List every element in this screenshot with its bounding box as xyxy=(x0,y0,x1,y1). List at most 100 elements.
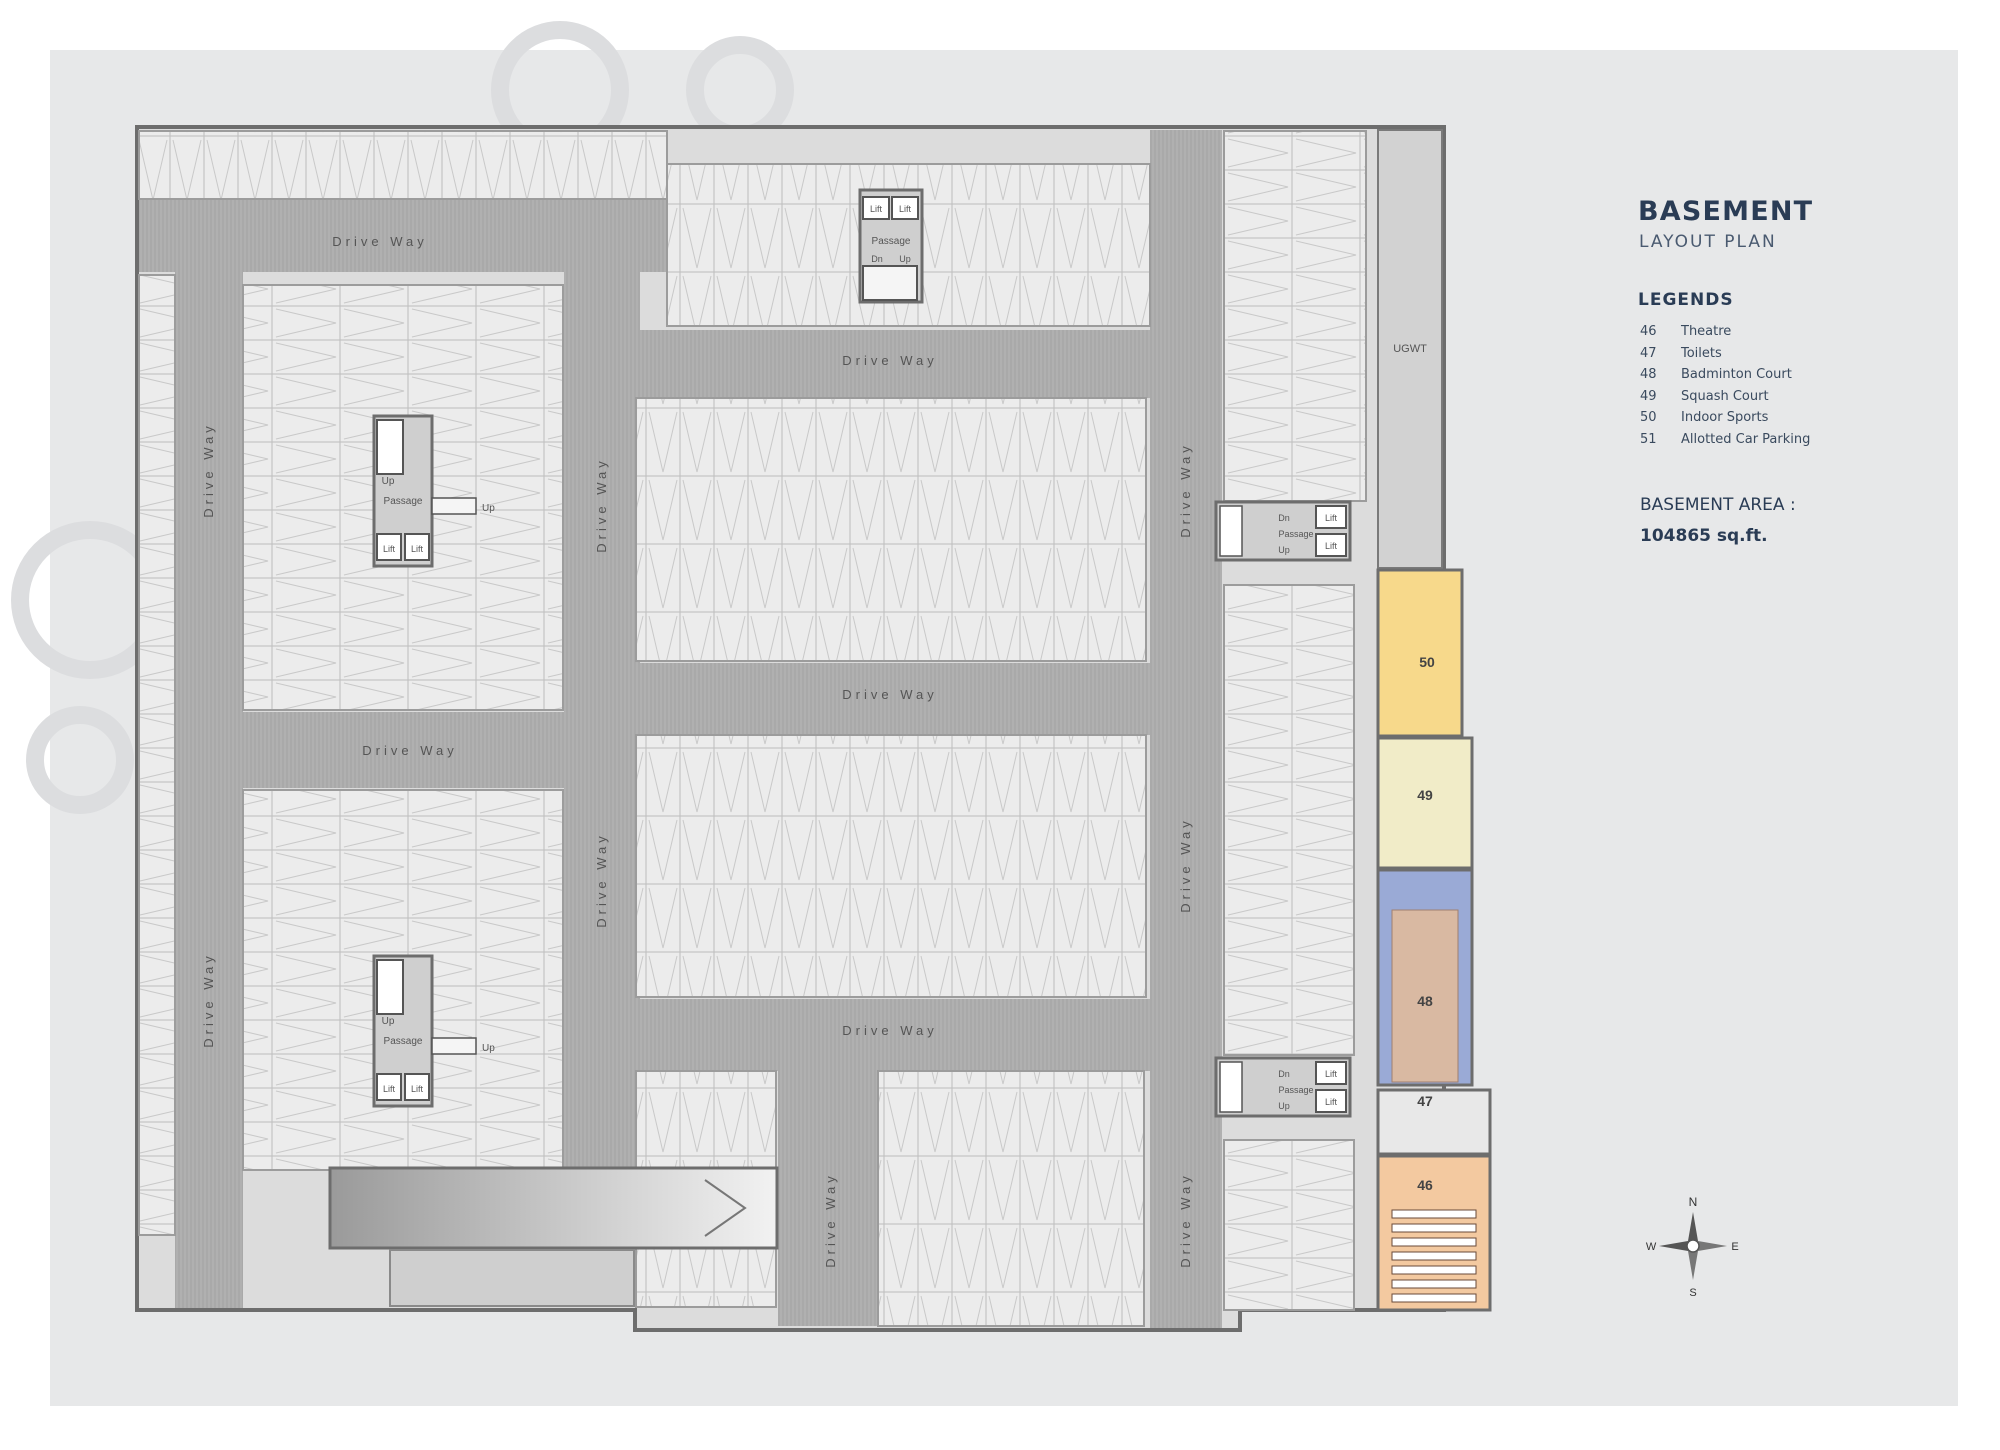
driveway-label: Drive Way xyxy=(842,1023,937,1038)
up-label: Up xyxy=(482,1043,495,1054)
lift-label: Lift xyxy=(899,204,912,214)
plan-subtitle: LAYOUT PLAN xyxy=(1639,232,1777,252)
core-top: Lift Lift Passage Dn Up xyxy=(858,188,924,304)
legend-number: 49 xyxy=(1640,388,1657,404)
lift-label: Lift xyxy=(1325,541,1338,551)
core-sw: Up Passage Up Lift Lift xyxy=(372,954,495,1108)
passage-label: Passage xyxy=(1278,529,1313,539)
passage-label: Passage xyxy=(1278,1085,1313,1095)
passage-label: Passage xyxy=(384,1036,423,1047)
compass-west: W xyxy=(1646,1241,1657,1253)
dn-label: Dn xyxy=(1278,513,1290,523)
up-label: Up xyxy=(899,254,911,264)
legend-heading: LEGENDS xyxy=(1638,290,1734,310)
core-east-upper: Dn Passage Up Lift Lift xyxy=(1214,500,1352,562)
room-label-49: 49 xyxy=(1417,787,1433,803)
legend-item: 48 Badminton Court xyxy=(1640,367,1810,389)
room-49-squash-court xyxy=(1376,736,1474,870)
compass-rose-icon: N S E W xyxy=(1646,1195,1739,1299)
lift-label: Lift xyxy=(1325,1069,1338,1079)
driveway-south xyxy=(778,1071,878,1326)
driveway-label: Drive Way xyxy=(842,687,937,702)
ugwt-label: UGWT xyxy=(1393,343,1427,355)
driveway-label: Drive Way xyxy=(201,422,216,517)
legend-item: 50 Indoor Sports xyxy=(1640,410,1810,432)
driveway-label: Drive Way xyxy=(1178,442,1193,537)
basement-area-value: 104865 sq.ft. xyxy=(1640,526,1768,546)
core-east-lower: Dn Passage Up Lift Lift xyxy=(1214,1056,1352,1118)
lift-label: Lift xyxy=(383,1084,396,1094)
driveway-center xyxy=(640,663,1150,735)
legend-label: Allotted Car Parking xyxy=(1681,431,1811,447)
badminton-court xyxy=(1391,909,1459,1083)
room-47-toilets xyxy=(1376,1088,1492,1156)
parking-south-right xyxy=(877,1070,1145,1327)
room-numbers: 50 49 48 47 46 xyxy=(1417,654,1435,1193)
driveway-column-b xyxy=(1150,130,1222,1328)
drive-ways xyxy=(139,130,1222,1328)
legend-label: Squash Court xyxy=(1681,388,1769,404)
driveway-label: Drive Way xyxy=(823,1172,838,1267)
driveway-label: Drive Way xyxy=(594,457,609,552)
up-label: Up xyxy=(382,1016,395,1027)
legend-number: 47 xyxy=(1640,345,1657,361)
passage-label: Passage xyxy=(872,236,911,247)
plan-title: BASEMENT xyxy=(1638,196,1814,227)
driveway-label: Drive Way xyxy=(594,832,609,927)
driveway-label: Drive Way xyxy=(1178,1172,1193,1267)
parking-center-south xyxy=(635,734,1147,998)
room-label-46: 46 xyxy=(1417,1177,1433,1193)
legend-label: Theatre xyxy=(1681,324,1732,339)
lift-label: Lift xyxy=(411,1084,424,1094)
legend-number: 51 xyxy=(1640,431,1657,447)
parking-areas xyxy=(138,130,1367,1327)
core-nw: Up Passage Up Lift Lift xyxy=(372,414,495,568)
driveway-lower xyxy=(640,999,1150,1071)
parking-west-strip xyxy=(138,274,176,1236)
legend-item: 51 Allotted Car Parking xyxy=(1640,432,1810,454)
up-label: Up xyxy=(382,476,395,487)
legend-number: 46 xyxy=(1640,324,1657,339)
room-50-indoor-sports xyxy=(1376,568,1464,738)
driveway-label: Drive Way xyxy=(201,952,216,1047)
legend-label: Indoor Sports xyxy=(1681,410,1769,425)
driveway-label: Drive Way xyxy=(1178,817,1193,912)
driveway-top-mid xyxy=(640,330,1150,398)
lift-label: Lift xyxy=(411,544,424,554)
legend-label: Toilets xyxy=(1681,345,1722,361)
up-label: Up xyxy=(482,503,495,514)
driveway-label: Drive Way xyxy=(842,353,937,368)
compass-south: S xyxy=(1689,1287,1696,1299)
driveway-label: Drive Way xyxy=(362,743,457,758)
legend-label: Badminton Court xyxy=(1681,367,1792,382)
legend-number: 48 xyxy=(1640,367,1657,382)
lift-label: Lift xyxy=(870,204,883,214)
driveway-west xyxy=(175,272,243,1308)
up-label: Up xyxy=(1278,545,1290,555)
lift-label: Lift xyxy=(1325,513,1338,523)
driveway-column-a xyxy=(564,272,640,1170)
legend-item: 46 Theatre xyxy=(1640,324,1810,346)
theatre-seating xyxy=(1391,1209,1477,1303)
room-label-47: 47 xyxy=(1417,1093,1433,1109)
entry-ramp xyxy=(328,1166,779,1307)
compass-east: E xyxy=(1731,1241,1738,1253)
dn-label: Dn xyxy=(1278,1069,1290,1079)
parking-center-north xyxy=(635,397,1147,662)
legend-item: 49 Squash Court xyxy=(1640,389,1810,411)
legend-number: 50 xyxy=(1640,410,1657,425)
driveway-label: Drive Way xyxy=(332,234,427,249)
driveway-labels: Drive Way Drive Way Drive Way Drive Way … xyxy=(201,234,1193,1268)
legend-item: 47 Toilets xyxy=(1640,346,1810,368)
parking-top-strip xyxy=(138,130,668,200)
parking-east-bottom xyxy=(1223,1139,1355,1311)
driveway-top-left xyxy=(139,200,671,272)
lift-label: Lift xyxy=(383,544,396,554)
passage-label: Passage xyxy=(384,496,423,507)
ugwt-tank: UGWT xyxy=(1377,129,1443,569)
parking-east-top xyxy=(1223,130,1367,502)
up-label: Up xyxy=(1278,1101,1290,1111)
dn-label: Dn xyxy=(871,254,883,264)
compass-north: N xyxy=(1689,1195,1698,1209)
